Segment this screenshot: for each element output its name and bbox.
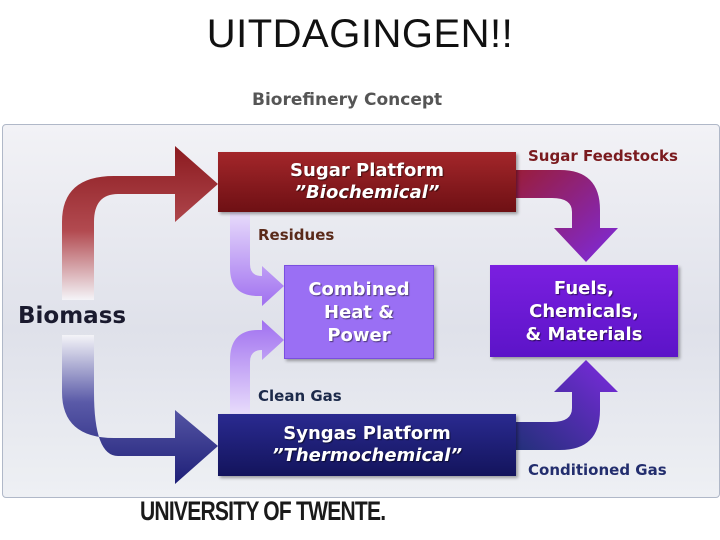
diagram-title: Biorefinery Concept [252,90,443,110]
university-logo: UNIVERSITY OF TWENTE. [140,496,386,526]
arrow-biomass-to-syngas [62,335,218,484]
products-line-1: Fuels, [553,277,615,299]
products-line-3: & Materials [525,323,643,345]
products-line-2: Chemicals, [529,300,639,322]
chp-box: Combined Heat & Power [284,265,434,359]
syngas-platform-name: Syngas Platform [283,423,451,444]
clean-gas-label: Clean Gas [258,387,342,405]
slide-title: UITDAGINGEN!! [206,12,514,56]
biomass-label: Biomass [18,303,127,329]
arrow-conditioned-gas [516,360,618,450]
syngas-platform-subtitle: ”Thermochemical” [271,445,463,466]
sugar-platform-subtitle: ”Biochemical” [294,182,440,203]
sugar-platform-box: Sugar Platform ”Biochemical” [218,152,516,212]
syngas-platform-box: Syngas Platform ”Thermochemical” [218,414,516,476]
chp-line-1: Combined [308,278,410,300]
sugar-feedstocks-label: Sugar Feedstocks [528,147,678,165]
conditioned-gas-label: Conditioned Gas [528,461,667,479]
products-box: Fuels, Chemicals, & Materials [490,265,678,357]
residues-label: Residues [258,226,335,244]
arrow-sugar-feedstocks [516,170,618,262]
sugar-platform-name: Sugar Platform [290,160,444,181]
chp-line-2: Heat & [324,301,394,323]
arrow-biomass-to-sugar [62,146,218,300]
chp-line-3: Power [327,324,391,346]
arrow-clean-gas [230,320,284,414]
arrow-residues [230,212,284,306]
